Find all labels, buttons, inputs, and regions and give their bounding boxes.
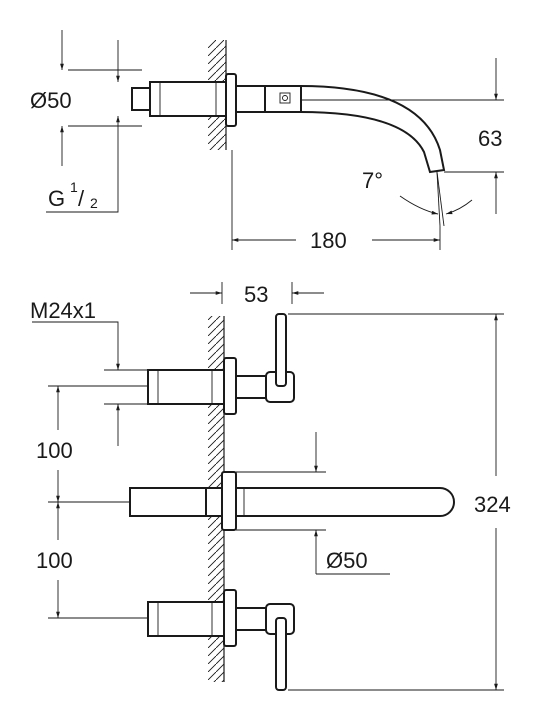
flange-top bbox=[225, 73, 237, 127]
overall-height-label: 324 bbox=[474, 492, 511, 517]
spacing-upper-label: 100 bbox=[36, 438, 73, 463]
handle-thread-label: M24x1 bbox=[30, 298, 96, 323]
spacing-lower-label: 100 bbox=[36, 548, 73, 573]
projection-label: 180 bbox=[310, 228, 347, 253]
front-view: 53 M24x1 Ø50 bbox=[30, 282, 511, 691]
valve-cap-top bbox=[131, 87, 151, 111]
thread-sub-label: 2 bbox=[90, 195, 98, 211]
upper-handle bbox=[147, 313, 295, 415]
wall-depth-label: 53 bbox=[244, 282, 268, 307]
valve-body-top bbox=[149, 81, 227, 117]
side-view: Ø50 G 1 / 2 63 7° 180 bbox=[30, 30, 504, 253]
spout-front bbox=[129, 471, 455, 531]
angle-label: 7° bbox=[362, 168, 383, 193]
thread-slash-label: / bbox=[78, 186, 85, 211]
height-label: 63 bbox=[478, 126, 502, 151]
diameter-top-label: Ø50 bbox=[30, 88, 72, 113]
lower-handle bbox=[147, 589, 295, 691]
diameter-bottom-label: Ø50 bbox=[326, 548, 368, 573]
thread-main-label: G bbox=[48, 186, 65, 211]
thread-sup-label: 1 bbox=[70, 179, 78, 195]
